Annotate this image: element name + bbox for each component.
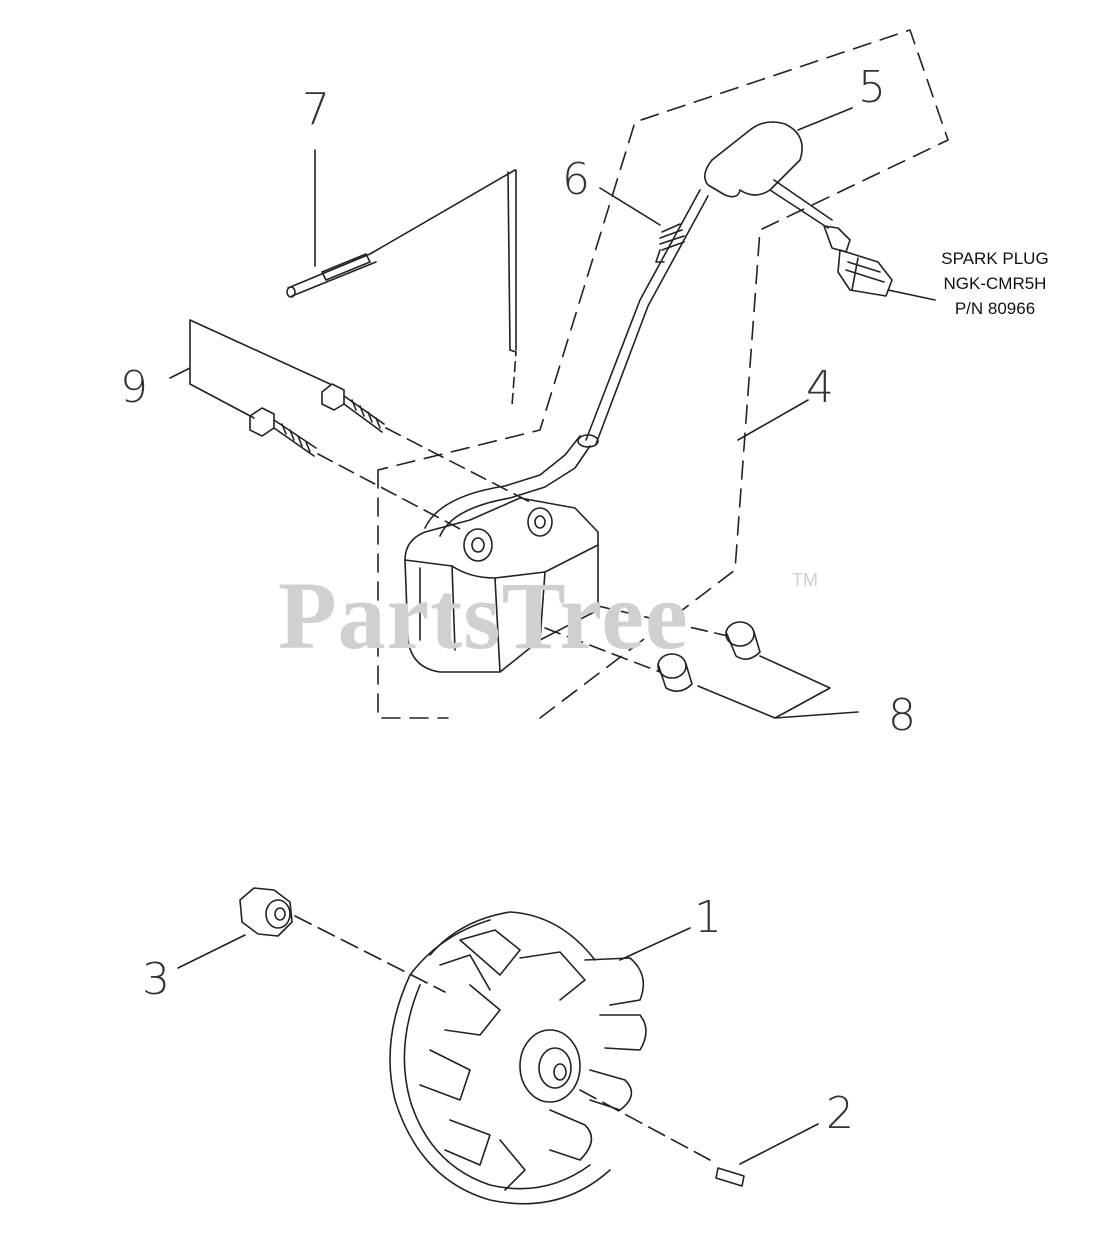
spark-plug-label-line2: NGK-CMR5H: [943, 274, 1047, 293]
flywheel-leader: [619, 927, 691, 961]
spring: [655, 223, 685, 263]
spacer-axis: [544, 605, 729, 673]
spacer-lower: [657, 653, 693, 692]
watermark: PartsTree: [278, 562, 689, 669]
spark-plug-label-line3: P/N 80966: [954, 299, 1036, 318]
nut-axis: [294, 915, 446, 993]
key: [715, 1167, 745, 1187]
nut-leader: [177, 934, 246, 969]
flywheel: [389, 911, 647, 1205]
ground-wire: [286, 169, 517, 407]
spring-leader: [599, 187, 661, 226]
spacer-upper: [725, 621, 761, 660]
coil-leader: [737, 399, 809, 441]
screw-axis-lower: [317, 453, 463, 531]
callout-9: 9: [120, 362, 148, 413]
callout-6: 6: [562, 154, 590, 205]
key-axis: [579, 1089, 711, 1161]
ht-lead-outline: [595, 195, 709, 445]
spark-plug: [823, 225, 893, 297]
key-leader: [739, 1123, 819, 1165]
spark-plug-leader: [887, 289, 936, 301]
ignition-coil: [404, 426, 599, 673]
spark-plug-label-line1: SPARK PLUG: [941, 249, 1049, 268]
boot-leader: [797, 107, 853, 131]
callout-8: 8: [888, 690, 916, 741]
screw-axis-upper: [385, 427, 531, 503]
watermark-trademark: TM: [792, 570, 818, 590]
spark-plug-boot: [704, 121, 833, 229]
screw-leader-lines: [169, 319, 331, 419]
dashed-group-outline: [377, 29, 949, 719]
screw-lower: [249, 407, 317, 457]
callout-3: 3: [142, 954, 170, 1005]
ht-lead: [585, 189, 701, 441]
spark-plug-label: SPARK PLUG NGK-CMR5H P/N 80966: [915, 246, 1075, 321]
screw-upper: [321, 383, 385, 433]
nut: [239, 887, 293, 937]
callout-7: 7: [302, 84, 330, 135]
callout-4: 4: [806, 362, 834, 413]
spacer-leader-lines: [697, 655, 859, 719]
callout-1: 1: [694, 892, 722, 943]
callout-2: 2: [826, 1088, 854, 1139]
callout-5: 5: [858, 62, 886, 113]
